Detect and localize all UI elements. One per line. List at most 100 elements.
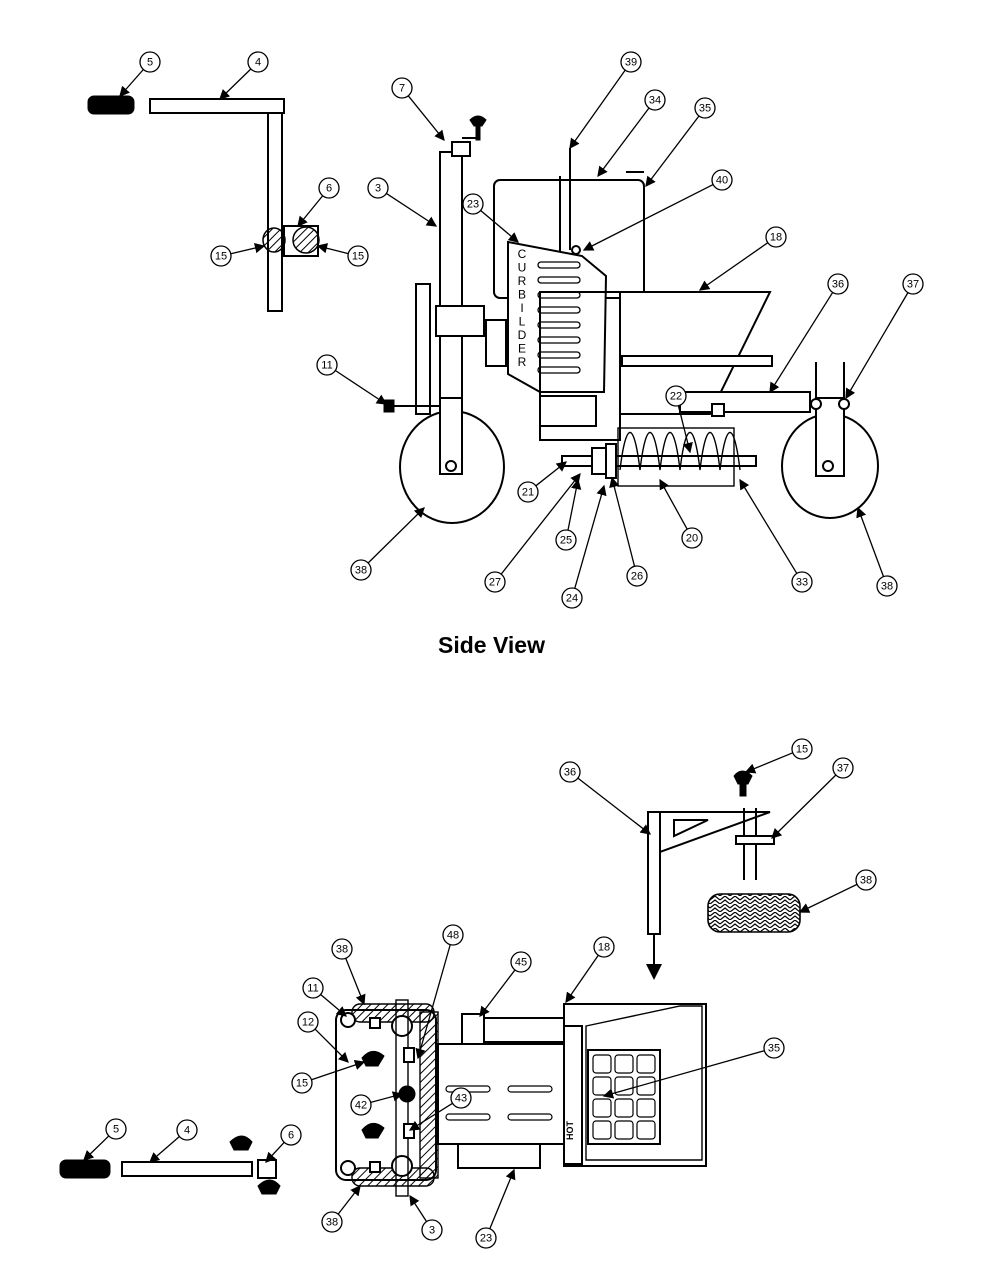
grid-cell xyxy=(614,1054,634,1074)
top-callout: 23 xyxy=(475,1227,497,1249)
top-leader xyxy=(409,1194,428,1222)
top-callout: 11 xyxy=(302,977,324,999)
top-leader xyxy=(311,1059,366,1081)
top-leader xyxy=(415,944,451,1060)
side-callout-number: 33 xyxy=(796,577,808,589)
top-callout-number: 38 xyxy=(860,875,872,887)
plate-slot xyxy=(537,366,581,374)
side-callout: 37 xyxy=(902,273,924,295)
side-callout: 39 xyxy=(620,51,642,73)
plate-slot xyxy=(537,276,581,284)
top-leader xyxy=(602,1050,765,1099)
side-callout-number: 15 xyxy=(215,251,227,263)
side-leader xyxy=(645,115,700,188)
side-callout-number: 18 xyxy=(770,232,782,244)
side-callout-number: 40 xyxy=(716,175,728,187)
side-callout: 3 xyxy=(367,177,389,199)
top-leader xyxy=(489,1168,516,1230)
top-callout-number: 3 xyxy=(429,1225,435,1237)
top-callout: 18 xyxy=(593,936,615,958)
side-callout-number: 27 xyxy=(489,577,501,589)
side-callout: 26 xyxy=(626,565,648,587)
side-callout: 15 xyxy=(210,245,232,267)
side-leader xyxy=(367,507,425,564)
side-callout: 24 xyxy=(561,587,583,609)
front-wheel xyxy=(399,397,505,524)
brand-letter: U xyxy=(518,261,527,275)
brand-letter: E xyxy=(518,342,526,356)
grid-cell xyxy=(636,1076,656,1096)
grid-cell xyxy=(636,1098,656,1118)
top-leader xyxy=(83,1135,110,1161)
brand-letter: D xyxy=(518,328,527,342)
top-leader xyxy=(771,774,837,839)
side-callout-number: 38 xyxy=(355,565,367,577)
top-leader xyxy=(265,1141,285,1163)
brand-letter: I xyxy=(520,301,523,315)
side-callout: 18 xyxy=(765,226,787,248)
side-callout-number: 20 xyxy=(686,533,698,545)
brand-letter: B xyxy=(518,288,526,302)
top-leader xyxy=(798,883,858,913)
side-leader xyxy=(582,183,714,251)
side-callout: 20 xyxy=(681,527,703,549)
side-callout-number: 38 xyxy=(881,581,893,593)
top-leader xyxy=(370,1091,404,1104)
top-callout: 37 xyxy=(832,757,854,779)
side-leader xyxy=(386,192,438,227)
handle-grip xyxy=(87,95,135,115)
top-callout-number: 5 xyxy=(113,1124,119,1136)
side-callout-number: 4 xyxy=(255,57,261,69)
side-leader xyxy=(480,209,519,243)
side-callout-number: 23 xyxy=(467,199,479,211)
top-leader xyxy=(577,777,652,835)
leader-lines xyxy=(83,68,909,1230)
grid-cell xyxy=(614,1076,634,1096)
side-callout: 11 xyxy=(316,354,338,376)
side-leader xyxy=(119,69,144,97)
top-leader xyxy=(744,752,793,774)
side-leader xyxy=(500,472,581,575)
side-leader xyxy=(219,68,252,100)
handle-bar xyxy=(149,98,320,312)
side-leader xyxy=(297,195,324,228)
grid-cell xyxy=(614,1098,634,1118)
side-callout-number: 6 xyxy=(326,183,332,195)
side-callout-number: 39 xyxy=(625,57,637,69)
top-callout-number: 35 xyxy=(768,1043,780,1055)
side-callout-number: 37 xyxy=(907,279,919,291)
trough xyxy=(539,291,811,441)
side-leader xyxy=(609,476,636,567)
side-callout-number: 24 xyxy=(566,593,578,605)
hopper-label: HOT xyxy=(565,1121,575,1141)
top-callout-number: 38 xyxy=(326,1217,338,1229)
side-leader xyxy=(535,461,568,487)
top-callout-number: 45 xyxy=(515,957,527,969)
grid-cell xyxy=(592,1098,612,1118)
side-callout-number: 26 xyxy=(631,571,643,583)
top-callout-number: 43 xyxy=(455,1093,467,1105)
top-callout: 5 xyxy=(105,1118,127,1140)
side-callout: 35 xyxy=(694,97,716,119)
top-callout: 36 xyxy=(559,761,581,783)
top-leader xyxy=(320,993,347,1017)
side-callout-number: 5 xyxy=(147,57,153,69)
brand-letter: C xyxy=(518,247,527,261)
top-callout: 15 xyxy=(291,1072,313,1094)
handle-top xyxy=(59,1135,281,1195)
top-callout: 45 xyxy=(510,951,532,973)
side-callout: 33 xyxy=(791,571,813,593)
side-callout: 36 xyxy=(827,273,849,295)
top-callout: 43 xyxy=(450,1087,472,1109)
top-callout-number: 12 xyxy=(302,1017,314,1029)
plate-slot xyxy=(537,261,581,269)
side-plate xyxy=(485,240,608,427)
side-callout-number: 25 xyxy=(560,535,572,547)
brand-letter: R xyxy=(518,274,527,288)
side-callout: 25 xyxy=(555,529,577,551)
side-callout-number: 7 xyxy=(399,83,405,95)
plate-slot xyxy=(537,351,581,359)
side-callout-number: 15 xyxy=(352,251,364,263)
